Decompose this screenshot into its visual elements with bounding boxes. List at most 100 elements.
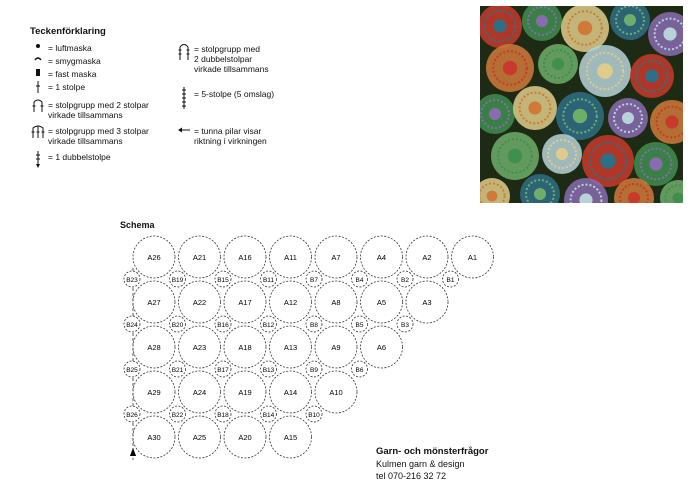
motif-a23-label: A23 bbox=[193, 343, 206, 352]
joiner-b15: B15 bbox=[214, 270, 232, 288]
joiner-b8: B8 bbox=[305, 315, 323, 333]
joiner-b20-label: B20 bbox=[172, 322, 184, 329]
motif-a26-label: A26 bbox=[147, 253, 160, 262]
joiner-b13: B13 bbox=[260, 360, 277, 378]
joiner-b17-label: B17 bbox=[217, 367, 229, 374]
joiner-b25-label: B25 bbox=[126, 367, 138, 374]
group2-icon bbox=[32, 99, 44, 112]
joiner-b7: B7 bbox=[305, 270, 323, 288]
group3-icon bbox=[31, 125, 45, 138]
motif-a25: A25 bbox=[178, 415, 221, 459]
motif-a30: A30 bbox=[132, 415, 176, 459]
arc-icon bbox=[34, 57, 42, 61]
motif-a12-label: A12 bbox=[284, 298, 297, 307]
motif-a9-label: A9 bbox=[331, 343, 340, 352]
motif-a11-label: A11 bbox=[284, 253, 297, 262]
motif-a8: A8 bbox=[314, 280, 358, 324]
motif-a28: A28 bbox=[132, 325, 176, 369]
joiner-b17: B17 bbox=[214, 360, 232, 378]
motif-a4: A4 bbox=[360, 235, 403, 279]
motif-a26: A26 bbox=[132, 235, 176, 279]
motif-a7-label: A7 bbox=[331, 253, 340, 262]
motif-a13: A13 bbox=[269, 325, 312, 369]
motif-a27-label: A27 bbox=[147, 298, 160, 307]
joiner-b19-label: B19 bbox=[172, 277, 184, 284]
joiner-b25: B25 bbox=[123, 360, 141, 378]
legend-title: Teckenförklaring bbox=[30, 26, 106, 37]
motif-a30-label: A30 bbox=[147, 433, 160, 442]
motif-a22-label: A22 bbox=[193, 298, 206, 307]
motif-a29-label: A29 bbox=[147, 388, 160, 397]
motif-a16: A16 bbox=[223, 235, 267, 279]
joiner-b21-label: B21 bbox=[172, 367, 184, 374]
joiner-b6: B6 bbox=[351, 360, 368, 378]
motif-a13-label: A13 bbox=[284, 343, 297, 352]
joiner-b3-label: B3 bbox=[401, 322, 409, 329]
motif-a21: A21 bbox=[178, 235, 221, 279]
motif-a7: A7 bbox=[314, 235, 358, 279]
motif-a20: A20 bbox=[223, 415, 267, 459]
motif-a25-label: A25 bbox=[193, 433, 206, 442]
motif-a3: A3 bbox=[405, 280, 449, 324]
joiner-b4-label: B4 bbox=[356, 277, 364, 284]
motif-a3-label: A3 bbox=[422, 298, 431, 307]
joiner-b15-label: B15 bbox=[217, 277, 229, 284]
legend-item-text: = luftmaska bbox=[48, 43, 92, 53]
joiner-b16-label: B16 bbox=[217, 322, 229, 329]
joiner-b23-label: B23 bbox=[126, 277, 138, 284]
joiner-b8-label: B8 bbox=[310, 322, 318, 329]
joiner-b16: B16 bbox=[214, 315, 232, 333]
motif-a6-label: A6 bbox=[377, 343, 386, 352]
motif-a6: A6 bbox=[360, 325, 403, 369]
joiner-b1-label: B1 bbox=[447, 277, 455, 284]
stolpe-icon bbox=[36, 81, 40, 93]
joiner-b23: B23 bbox=[123, 270, 141, 288]
joiner-b13-label: B13 bbox=[263, 367, 275, 374]
joiner-b5: B5 bbox=[351, 315, 368, 333]
motif-a15: A15 bbox=[269, 415, 312, 459]
motif-a11: A11 bbox=[269, 235, 312, 279]
motif-a18: A18 bbox=[223, 325, 267, 369]
joiner-b10-label: B10 bbox=[308, 412, 320, 419]
motif-a5: A5 bbox=[360, 280, 403, 324]
motif-a4-label: A4 bbox=[377, 253, 386, 262]
five-stolpe-icon bbox=[182, 87, 186, 109]
motif-a27: A27 bbox=[132, 280, 176, 324]
joiner-b9: B9 bbox=[305, 360, 323, 378]
joiner-b2-label: B2 bbox=[401, 277, 409, 284]
motif-a14: A14 bbox=[269, 370, 312, 414]
joiner-b6-label: B6 bbox=[356, 367, 364, 374]
motif-a17-label: A17 bbox=[238, 298, 251, 307]
joiner-b22: B22 bbox=[169, 405, 186, 423]
joiner-b24-label: B24 bbox=[126, 322, 138, 329]
arrow-left-icon bbox=[178, 127, 190, 133]
crochet-photo bbox=[480, 6, 683, 203]
motif-a8-label: A8 bbox=[331, 298, 340, 307]
motif-a29: A29 bbox=[132, 370, 176, 414]
motif-a1-label: A1 bbox=[468, 253, 477, 262]
joiner-b4: B4 bbox=[351, 270, 368, 288]
contact-block: Garn- och mönsterfrågor Kulmen garn & de… bbox=[376, 446, 488, 482]
motif-a15-label: A15 bbox=[284, 433, 297, 442]
contact-phone: tel 070-216 32 72 bbox=[376, 471, 447, 481]
legend-item-text: = fast maska bbox=[48, 69, 97, 79]
joiner-b18-label: B18 bbox=[217, 412, 229, 419]
joiner-b20: B20 bbox=[169, 315, 186, 333]
motif-a19: A19 bbox=[223, 370, 267, 414]
motif-a24: A24 bbox=[178, 370, 221, 414]
joiner-b26-label: B26 bbox=[126, 412, 138, 419]
schema-title: Schema bbox=[120, 220, 155, 230]
joiner-b5-label: B5 bbox=[356, 322, 364, 329]
legend-item-text: = 1 dubbelstolpe bbox=[48, 152, 111, 162]
group-double-icon bbox=[178, 44, 190, 60]
legend-item-text: = 5-stolpe (5 omslag) bbox=[194, 89, 275, 99]
crochet-motifs-image bbox=[480, 6, 683, 203]
motif-a10: A10 bbox=[314, 370, 358, 414]
motif-a18-label: A18 bbox=[238, 343, 251, 352]
motif-a24-label: A24 bbox=[193, 388, 206, 397]
